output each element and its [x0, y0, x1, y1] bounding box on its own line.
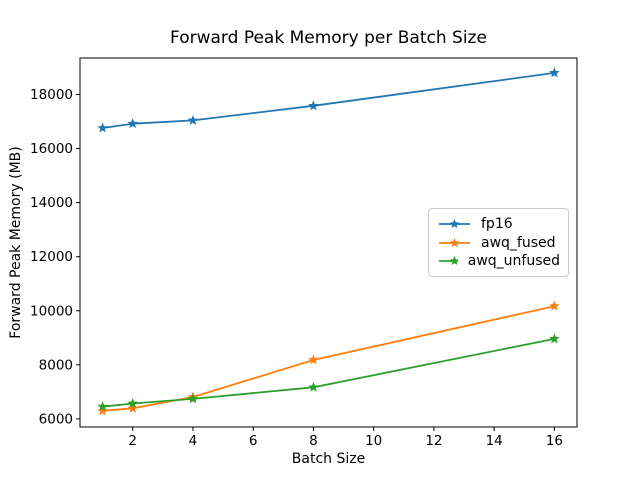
- series-line-awq_unfused: [102, 338, 555, 408]
- data-point-awq_unfused-x2: [127, 397, 138, 408]
- data-point-fp16-x16: [549, 67, 560, 78]
- legend-sample-star: [449, 237, 460, 247]
- legend-sample-star: [449, 256, 458, 266]
- legend-label: fp16: [481, 216, 513, 232]
- x-tick-label: 10: [365, 433, 382, 449]
- legend-label: awq_unfused: [467, 253, 560, 269]
- plot-generated-layer: 2 4 6 8 10 12 14 16 6000 8000 10000 12000 14000 16000…: [30, 57, 578, 449]
- x-tick-label: 2: [128, 433, 137, 449]
- series-line-awq_fused: [102, 305, 555, 412]
- legend-line-star-icon: [439, 256, 458, 266]
- x-tick-label: 16: [546, 433, 563, 449]
- y-tick-label: 6000: [39, 411, 73, 427]
- data-point-awq_fused-x1: [97, 405, 108, 416]
- y-tick-label: 12000: [30, 249, 73, 265]
- data-point-awq_unfused-x16: [549, 333, 560, 344]
- legend-item-awq-unfused: awq_unfused: [438, 252, 560, 270]
- legend: fp16 awq_fused awq_unfused: [428, 208, 569, 277]
- x-tick-label: 4: [189, 433, 198, 449]
- chart-title: Forward Peak Memory per Batch Size: [170, 28, 487, 48]
- y-tick-label: 14000: [30, 195, 73, 211]
- data-point-fp16-x4: [187, 114, 199, 125]
- y-tick-label: 10000: [30, 303, 73, 319]
- data-point-awq_fused-x2: [127, 402, 138, 413]
- data-point-fp16-x1: [97, 122, 108, 133]
- x-axis-label: Batch Size: [292, 451, 365, 467]
- data-point-awq_fused-x16: [549, 300, 560, 311]
- legend-label: awq_fused: [481, 234, 556, 251]
- legend-line-star-icon: [439, 237, 470, 247]
- series-line-fp16: [102, 72, 555, 129]
- x-tick-label: 14: [486, 433, 503, 449]
- data-point-awq_unfused-x1: [97, 401, 108, 412]
- y-tick-label: 8000: [39, 357, 73, 373]
- plot-frame: [79, 57, 578, 428]
- data-point-awq_unfused-x4: [187, 393, 199, 404]
- y-axis-label: Forward Peak Memory (MB): [8, 146, 24, 338]
- legend-item-awq-fused: awq_fused: [438, 234, 560, 252]
- legend-item-fp16: fp16: [438, 215, 560, 233]
- data-point-awq_unfused-x8: [308, 381, 319, 392]
- y-tick-label: 18000: [30, 87, 73, 103]
- data-point-fp16-x8: [308, 100, 319, 111]
- data-point-fp16-x2: [127, 118, 138, 129]
- data-point-awq_fused-x8: [308, 354, 319, 365]
- x-tick-label: 12: [425, 433, 442, 449]
- legend-line-star-icon: [439, 219, 470, 229]
- x-tick-label: 6: [249, 433, 258, 449]
- x-tick-label: 8: [309, 433, 318, 449]
- legend-sample-star: [449, 219, 460, 229]
- y-tick-label: 16000: [30, 141, 73, 157]
